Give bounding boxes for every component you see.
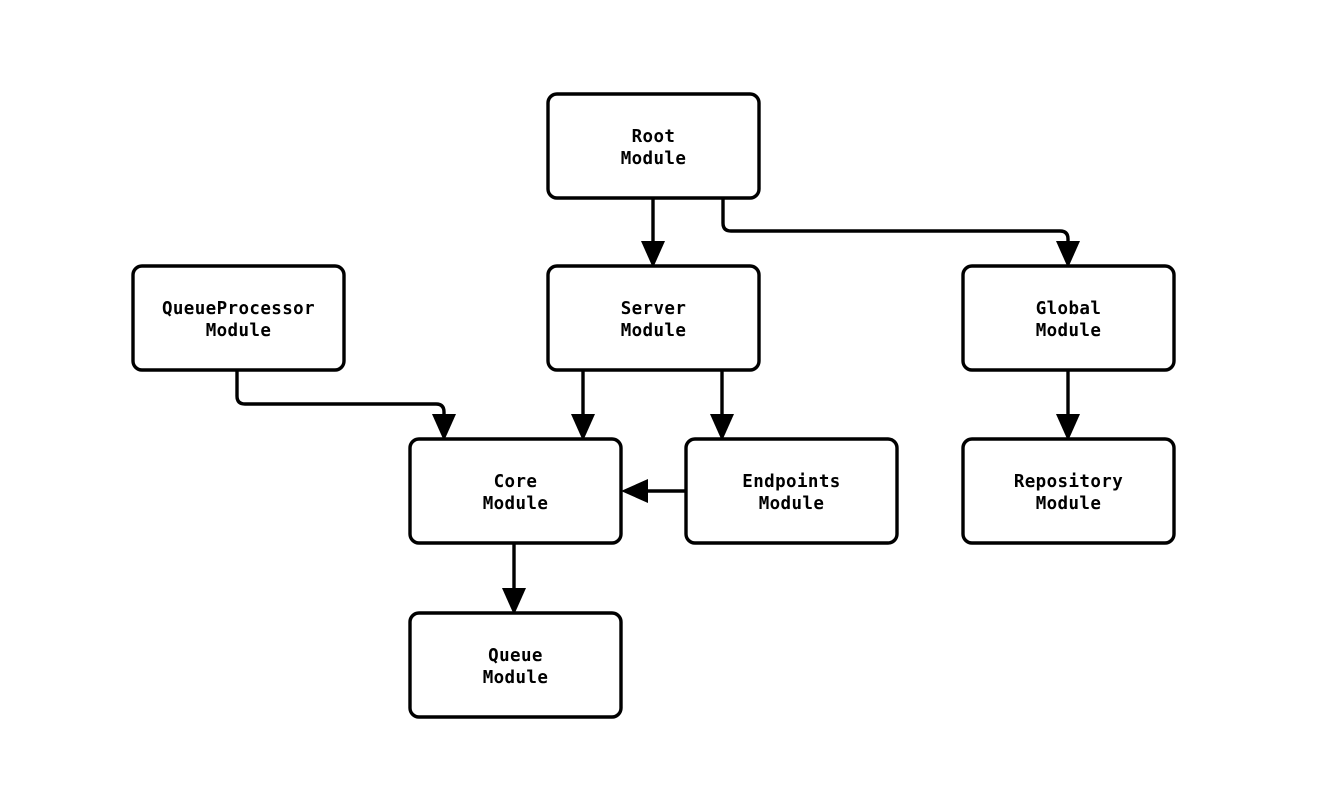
edge-queueprocessor-to-core <box>235 370 456 441</box>
node-global-module[interactable]: Global Module <box>961 264 1176 372</box>
node-queue-module-box[interactable] <box>408 611 623 719</box>
node-core-module-label-line2: Module <box>483 494 549 514</box>
node-root-module-label-line1: Root <box>632 127 676 147</box>
edge-root-to-global-line <box>721 198 1070 250</box>
node-repository-module[interactable]: Repository Module <box>961 437 1176 545</box>
node-global-module-label-line1: Global <box>1036 299 1102 319</box>
edge-server-to-endpoints <box>710 370 734 441</box>
node-endpoints-module-label-line1: Endpoints <box>742 472 840 492</box>
node-root-module-box[interactable] <box>546 92 761 200</box>
node-queueprocessor-module[interactable]: QueueProcessor Module <box>131 264 346 372</box>
node-queue-module-label-line2: Module <box>483 668 549 688</box>
node-core-module-label-line1: Core <box>494 472 538 492</box>
node-core-module-box[interactable] <box>408 437 623 545</box>
edge-server-to-core <box>571 370 595 441</box>
node-repository-module-box[interactable] <box>961 437 1176 545</box>
edge-root-to-server <box>641 198 665 268</box>
node-repository-module-label-line2: Module <box>1036 494 1102 514</box>
edge-endpoints-to-core-arrowhead <box>621 479 648 503</box>
node-queueprocessor-module-label-line2: Module <box>206 321 272 341</box>
node-repository-module-label-line1: Repository <box>1014 472 1123 492</box>
edge-queueprocessor-to-core-arrowhead <box>432 414 456 441</box>
edge-global-to-repository <box>1056 370 1080 441</box>
edge-global-to-repository-arrowhead <box>1056 414 1080 441</box>
edge-queueprocessor-to-core-line <box>235 370 446 423</box>
edge-root-to-global-arrowhead <box>1056 241 1080 268</box>
edge-root-to-server-arrowhead <box>641 241 665 268</box>
edge-layer <box>235 198 1080 615</box>
node-server-module-box[interactable] <box>546 264 761 372</box>
node-global-module-label-line2: Module <box>1036 321 1102 341</box>
node-queueprocessor-module-label-line1: QueueProcessor <box>162 299 315 319</box>
edge-core-to-queue-arrowhead <box>502 588 526 615</box>
edge-root-to-global <box>721 198 1080 268</box>
edge-server-to-endpoints-arrowhead <box>710 414 734 441</box>
node-queueprocessor-module-box[interactable] <box>131 264 346 372</box>
edge-server-to-core-arrowhead <box>571 414 595 441</box>
node-root-module[interactable]: Root Module <box>546 92 761 200</box>
node-queue-module-label-line1: Queue <box>488 646 543 666</box>
node-core-module[interactable]: Core Module <box>408 437 623 545</box>
node-queue-module[interactable]: Queue Module <box>408 611 623 719</box>
edge-core-to-queue <box>502 543 526 615</box>
node-endpoints-module-label-line2: Module <box>759 494 825 514</box>
node-endpoints-module-box[interactable] <box>684 437 899 545</box>
edge-endpoints-to-core <box>621 479 686 503</box>
node-endpoints-module[interactable]: Endpoints Module <box>684 437 899 545</box>
node-layer: Root Module QueueProcessor Module Server… <box>131 92 1176 719</box>
node-server-module-label-line2: Module <box>621 321 687 341</box>
node-server-module-label-line1: Server <box>621 299 687 319</box>
node-server-module[interactable]: Server Module <box>546 264 761 372</box>
node-root-module-label-line2: Module <box>621 149 687 169</box>
node-global-module-box[interactable] <box>961 264 1176 372</box>
